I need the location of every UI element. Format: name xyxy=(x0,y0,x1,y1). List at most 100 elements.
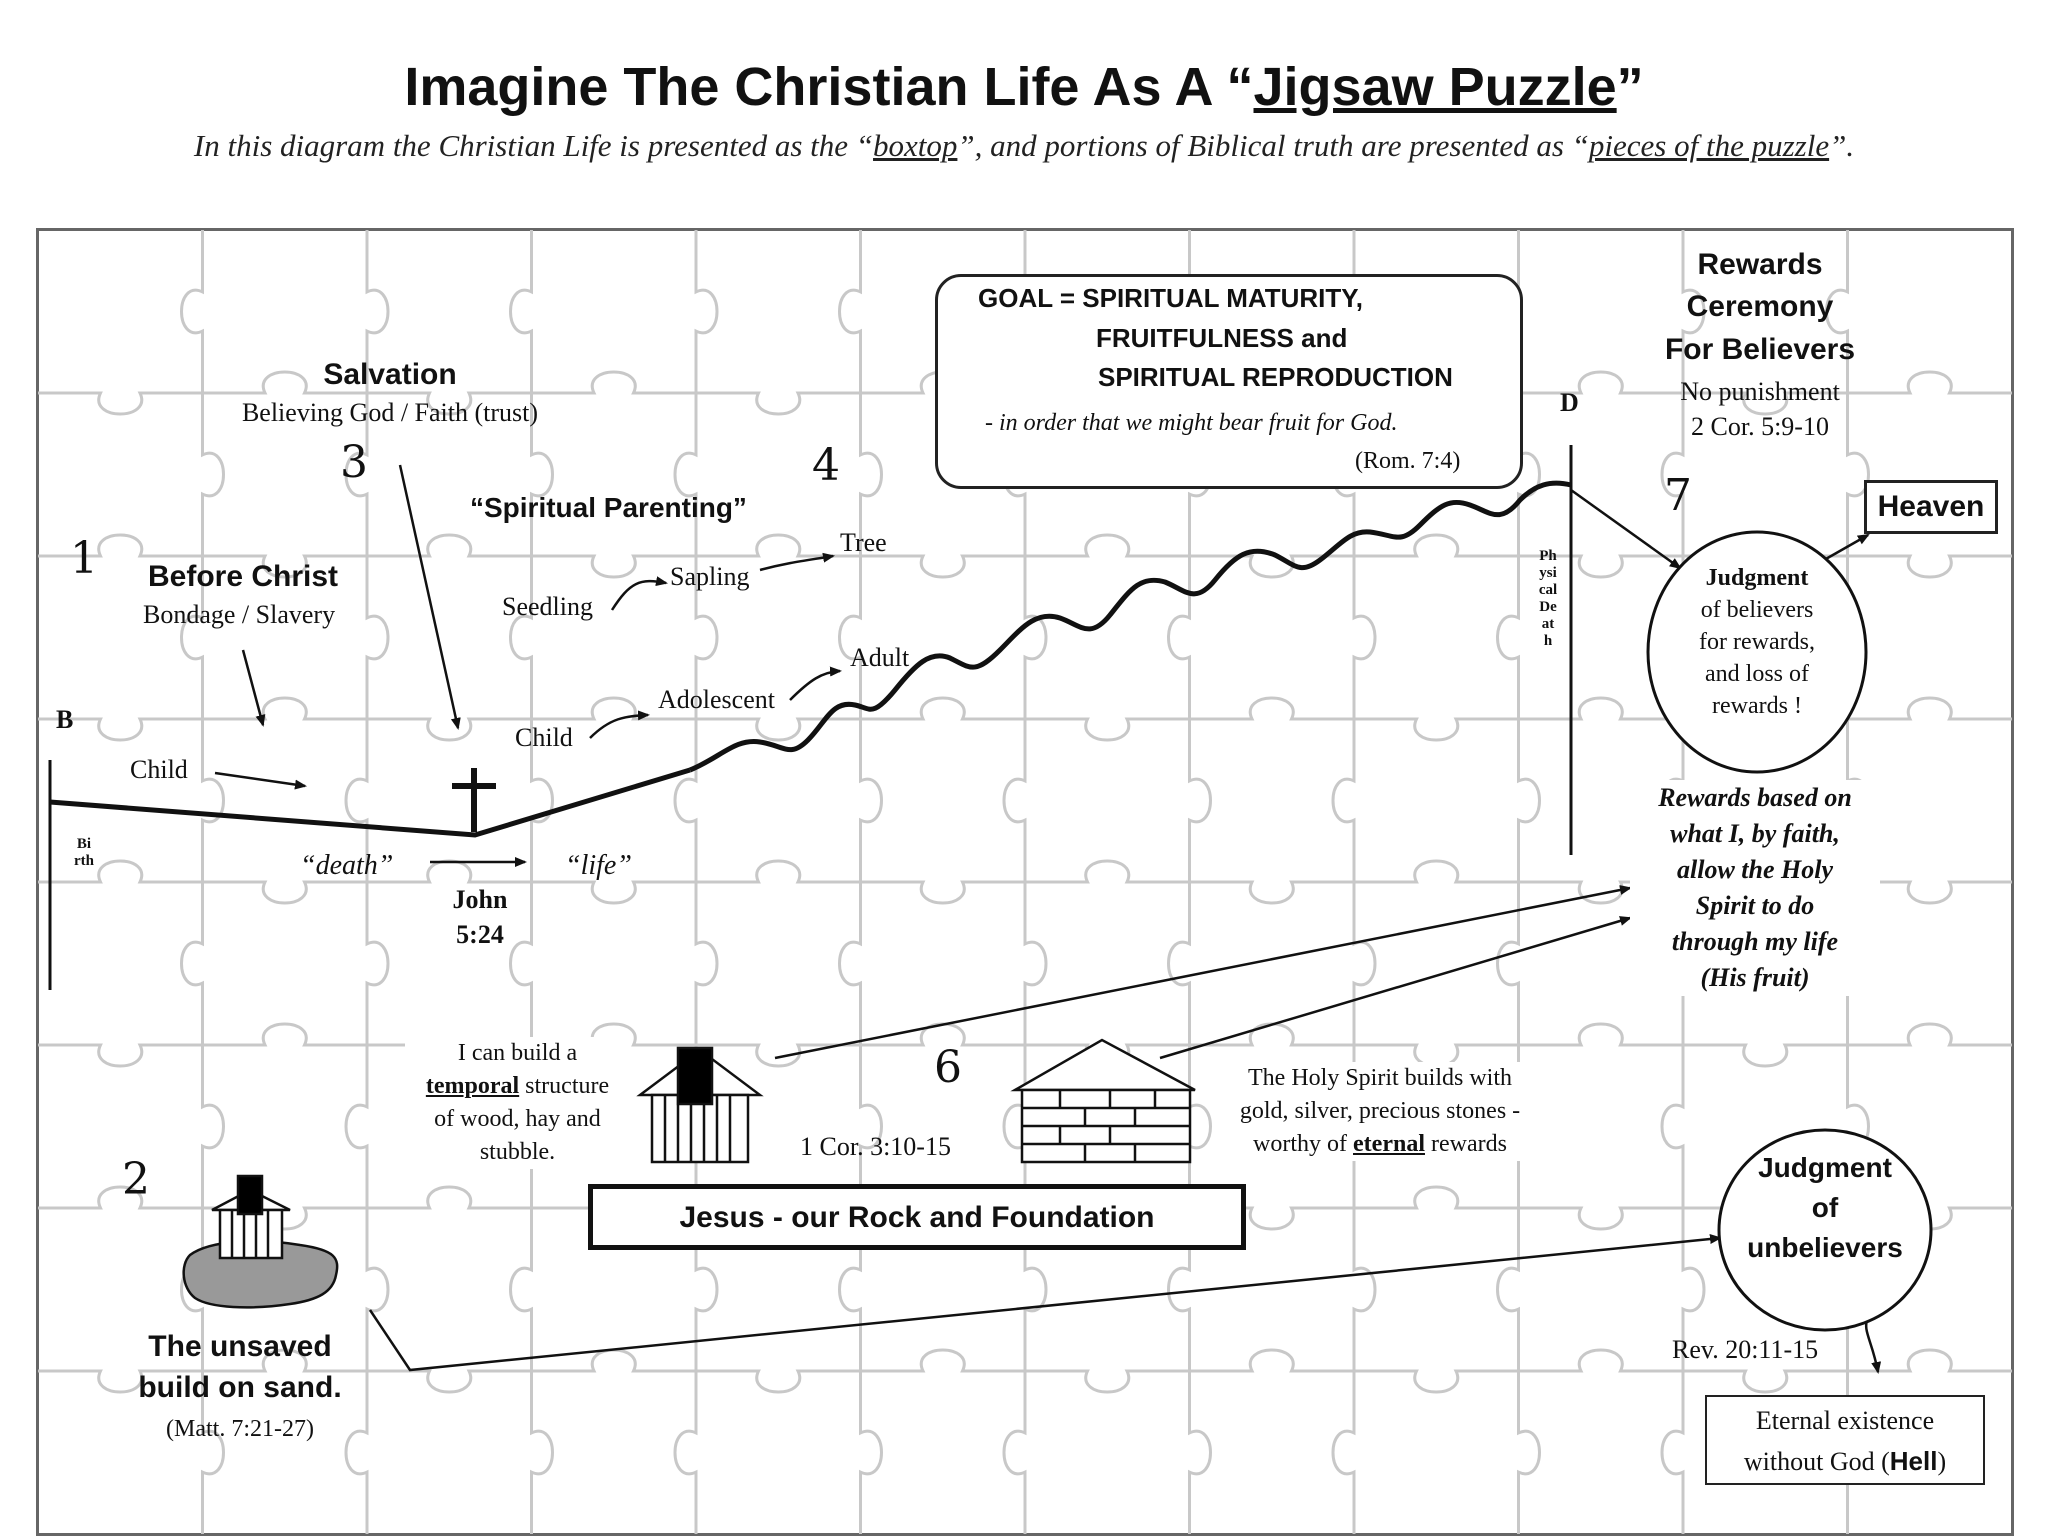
step-number: 7 xyxy=(1664,470,1692,521)
unsaved-line-1: The unsaved xyxy=(148,1330,332,1363)
puzzle-seam-vertical xyxy=(1496,230,1541,1534)
judgment-believers-text: Judgment of believers for rewards, and l… xyxy=(1660,562,1854,722)
sapling-label: Sapling xyxy=(670,562,750,591)
spiritual-parenting-label: “Spiritual Parenting” xyxy=(470,492,747,523)
subtitle-part: In this diagram the Christian Life is pr… xyxy=(193,128,874,163)
cross-icon xyxy=(452,768,496,832)
john-label: John xyxy=(452,885,508,914)
seedling-label: Seedling xyxy=(502,592,593,621)
jesus-foundation-box: Jesus - our Rock and Foundation xyxy=(588,1184,1246,1250)
rewards-based-line: (His fruit) xyxy=(1700,963,1810,992)
puzzle-pieces-grid xyxy=(38,230,2012,1534)
rewards-ceremony-line-1: Rewards xyxy=(1697,248,1823,281)
arrow-child-left xyxy=(214,771,307,790)
birth-vertical-label: Birth xyxy=(74,836,94,869)
arrow-temporal-rewards xyxy=(774,885,1632,1060)
title-part: ” xyxy=(1616,57,1644,117)
eternal-word: eternal xyxy=(1353,1131,1425,1157)
arrow-sapling-tree xyxy=(759,552,835,572)
bondage-label: Bondage / Slavery xyxy=(143,600,336,629)
arrow-death-judgment xyxy=(1570,488,1682,570)
marker-b: B xyxy=(56,705,74,734)
step-number: 2 xyxy=(122,1154,150,1205)
step-3-icon: 3 xyxy=(340,437,368,488)
step-6-icon: 6 xyxy=(934,1042,962,1093)
before-christ-heading: Before Christ xyxy=(148,560,339,593)
page-title: Imagine The Christian Life As A “Jigsaw … xyxy=(0,56,2048,118)
puzzle-seam-vertical xyxy=(838,230,883,1534)
puzzle-seam-vertical xyxy=(509,230,554,1534)
rewards-based-text: Rewards based on what I, by faith, allow… xyxy=(1630,780,1880,996)
salvation-subtext: Believing God / Faith (trust) xyxy=(241,398,539,427)
rewards-based-line: allow the Holy xyxy=(1677,855,1833,884)
holy-spirit-line: gold, silver, precious stones - xyxy=(1239,1098,1521,1124)
sand-hut-icon xyxy=(182,1174,339,1309)
arrow-holy-rewards xyxy=(1159,916,1632,1060)
holy-spirit-line: The Holy Spirit builds with xyxy=(1248,1065,1512,1091)
temporal-line: of wood, hay and xyxy=(434,1106,601,1132)
rewards-ceremony-line-2: Ceremony xyxy=(1686,290,1834,323)
step-7-icon: 7 xyxy=(1664,470,1692,521)
temporal-line: structure xyxy=(519,1073,610,1099)
step-number: 3 xyxy=(340,437,368,488)
cor3-reference: 1 Cor. 3:10-15 xyxy=(800,1132,951,1161)
title-underlined: Jigsaw Puzzle xyxy=(1253,57,1617,117)
arrow-bondage xyxy=(241,649,266,727)
stone-house-icon xyxy=(1010,1038,1196,1164)
subtitle-part: ”, and portions of Biblical truth are pr… xyxy=(957,128,1589,163)
child-mid-label: Child xyxy=(515,723,573,752)
step-4-icon: 4 xyxy=(812,440,840,491)
death-label: “death” xyxy=(300,850,394,881)
arrow-child-adolescent xyxy=(589,710,650,739)
goal-reference: (Rom. 7:4) xyxy=(1355,448,1461,474)
heaven-box: Heaven xyxy=(1864,480,1998,534)
adult-label: Adult xyxy=(850,643,910,672)
growth-path-line xyxy=(689,480,1572,773)
step-number: 6 xyxy=(934,1042,962,1093)
goal-line-4: - in order that we might bear fruit for … xyxy=(985,410,1398,436)
hell-box-line: without God ( xyxy=(1743,1447,1890,1476)
judgment-believers-line: for rewards, xyxy=(1699,629,1815,655)
step-number: 1 xyxy=(70,533,98,584)
rewards-based-line: through my life xyxy=(1671,927,1839,956)
temporal-structure-text: I can build a temporal structure of wood… xyxy=(405,1037,630,1169)
holy-spirit-line: rewards xyxy=(1424,1131,1507,1157)
rewards-based-line: Spirit to do xyxy=(1695,891,1815,920)
page-subtitle: In this diagram the Christian Life is pr… xyxy=(0,128,2048,164)
puzzle-seam-vertical xyxy=(180,230,225,1534)
puzzle-seam-vertical xyxy=(673,230,719,1534)
temporal-line: stubble. xyxy=(479,1139,556,1165)
holy-spirit-text: The Holy Spirit builds with gold, silver… xyxy=(1215,1062,1545,1161)
subtitle-pieces: pieces of the puzzle xyxy=(1588,128,1830,163)
temporal-line: I can build a xyxy=(457,1040,578,1066)
step-1-icon: 1 xyxy=(70,533,98,584)
wood-hut-icon xyxy=(636,1046,764,1164)
step-number: 4 xyxy=(812,440,840,491)
cor-reference: 2 Cor. 5:9-10 xyxy=(1691,412,1829,441)
judgment-believers-circle xyxy=(1646,530,1868,774)
judgment-unbelievers-line: of xyxy=(1811,1192,1839,1223)
unsaved-reference: (Matt. 7:21-27) xyxy=(166,1416,314,1442)
goal-line-3: SPIRITUAL REPRODUCTION xyxy=(1098,362,1453,392)
unsaved-line-2: build on sand. xyxy=(138,1371,342,1404)
holy-spirit-line: worthy of xyxy=(1253,1131,1354,1157)
judgment-believers-line: and loss of xyxy=(1705,661,1809,687)
goal-line-2: FRUITFULNESS and xyxy=(1096,323,1348,353)
life-label: “life” xyxy=(565,850,632,881)
rewards-based-line: Rewards based on xyxy=(1658,783,1852,812)
arrow-adolescent-adult xyxy=(789,666,842,701)
rev-reference: Rev. 20:11-15 xyxy=(1672,1335,1819,1364)
no-punishment-label: No punishment xyxy=(1680,377,1840,406)
salvation-heading: Salvation xyxy=(323,358,457,391)
judgment-believers-line: of believers xyxy=(1700,597,1814,623)
adolescent-label: Adolescent xyxy=(658,685,775,714)
marker-d: D xyxy=(1560,388,1579,417)
arrow-unsaved-judgment xyxy=(368,1234,1722,1372)
puzzle-seam-vertical xyxy=(344,230,390,1534)
john-reference: 5:24 xyxy=(456,920,504,949)
hell-box: Eternal existence without God (Hell) xyxy=(1705,1395,1985,1485)
rewards-ceremony-line-3: For Believers xyxy=(1664,333,1856,366)
arrow-salvation xyxy=(398,464,461,730)
judgment-unbelievers-text: Judgment of unbelievers xyxy=(1722,1148,1928,1268)
